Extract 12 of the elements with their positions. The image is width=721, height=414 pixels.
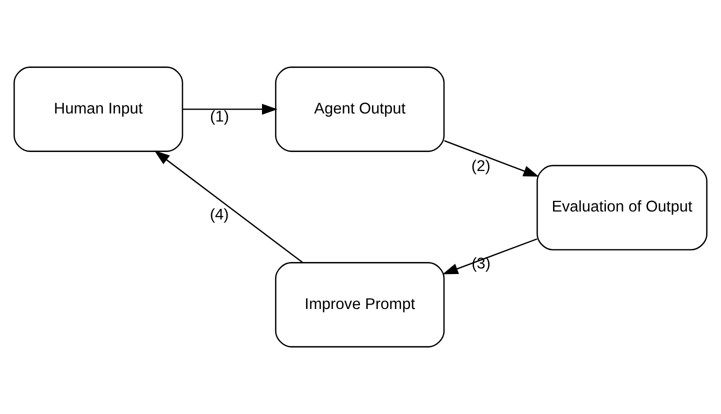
edge-label: (3) (472, 256, 491, 273)
arrow (154, 150, 303, 263)
node-box: Improve Prompt (275, 262, 445, 348)
edge-label: (2) (471, 158, 490, 175)
arrow (182, 104, 278, 115)
edge-label: (4) (210, 206, 229, 224)
node-box: Evaluation of Output (536, 164, 708, 250)
arrow (442, 238, 538, 274)
node-box: Human Input (14, 66, 184, 152)
edge-label: (1) (210, 108, 229, 126)
node-box: Agent Output (275, 66, 445, 152)
arrow (444, 140, 539, 177)
